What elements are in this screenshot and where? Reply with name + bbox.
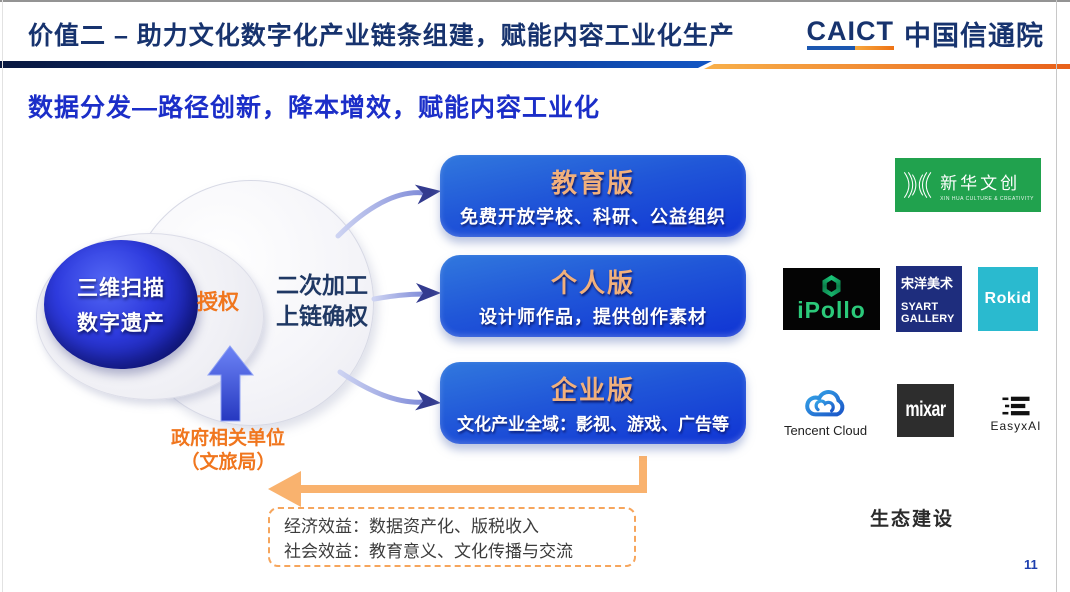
- xinhua-name: 新华文创: [940, 173, 1021, 193]
- caict-logo: CAICT 中国信通院: [806, 14, 1045, 53]
- syart-en-line2: GALLERY: [901, 313, 955, 325]
- flow-arrow-bottom-icon: [337, 369, 441, 411]
- edition-box-personal: 个人版 设计师作品，提供创作素材: [440, 255, 746, 337]
- edition-title: 企业版: [550, 375, 635, 405]
- source-label-line2: 数字遗产: [77, 312, 165, 335]
- source-label-line1: 三维扫描: [77, 277, 165, 300]
- underline-blue-segment: [806, 46, 856, 50]
- easyxai-name: EasyxAI: [990, 419, 1042, 433]
- hexagon-icon: [822, 275, 841, 297]
- partner-easyxai-logo: EasyxAI: [980, 390, 1052, 438]
- source-sphere: 三维扫描 数字遗产: [44, 240, 198, 369]
- window-top-border: [0, 0, 1070, 2]
- syart-en-name: SYART GALLERY: [901, 301, 957, 325]
- caict-acronym: CAICT: [806, 16, 894, 46]
- tencent-cloud-name: Tencent Cloud: [783, 423, 868, 438]
- authorize-label: 授权: [197, 291, 239, 314]
- partner-syart-logo: 宋洋美术 SYART GALLERY: [896, 266, 962, 332]
- government-label: 政府相关单位 （文旅局）: [148, 427, 308, 475]
- flow-arrow-middle-icon: [371, 283, 441, 303]
- partner-mixar-logo: mixar: [897, 384, 954, 437]
- government-label-line2: （文旅局）: [180, 452, 276, 473]
- edition-title: 个人版: [550, 268, 635, 298]
- process-label-line2: 上链确权: [276, 303, 368, 329]
- benefits-line2: 社会效益：教育意义、文化传播与交流: [284, 542, 573, 561]
- partner-tencent-cloud-logo: Tencent Cloud: [777, 379, 874, 447]
- partner-xinhua-logo: 新华文创 XIN HUA CULTURE & CREATIVITY: [895, 158, 1041, 212]
- edition-box-enterprise: 企业版 文化产业全域：影视、游戏、广告等: [440, 362, 746, 444]
- flow-arrow-top-icon: [335, 184, 441, 239]
- xinhua-pattern-icon: [903, 171, 932, 199]
- edition-desc: 设计师作品，提供创作素材: [479, 307, 707, 327]
- xinhua-tagline: XIN HUA CULTURE & CREATIVITY: [940, 195, 1034, 202]
- caict-underline-icon: [806, 46, 894, 50]
- edition-desc: 文化产业全域：影视、游戏、广告等: [457, 415, 729, 434]
- partner-rokid-logo: Rokid: [978, 267, 1038, 331]
- page-title: 价值二 – 助力文化数字化产业链条组建，赋能内容工业化生产: [28, 22, 735, 50]
- edition-desc: 免费开放学校、科研、公益组织: [460, 207, 726, 227]
- syart-en-line1: SYART: [901, 301, 939, 313]
- ecosystem-label: 生态建设: [870, 509, 955, 530]
- underline-orange-segment: [855, 46, 894, 50]
- edition-box-education: 教育版 免费开放学校、科研、公益组织: [440, 155, 746, 237]
- process-label: 二次加工 上链确权: [276, 270, 368, 332]
- window-right-border: [1056, 0, 1057, 592]
- window-left-border: [2, 0, 3, 592]
- process-label-line1: 二次加工: [276, 272, 368, 298]
- divider-orange-bar: [704, 64, 1070, 69]
- government-label-line1: 政府相关单位: [170, 428, 285, 449]
- cloud-icon: [804, 390, 844, 417]
- section-title: 数据分发—路径创新，降本增效，赋能内容工业化: [28, 94, 601, 122]
- benefits-box: 经济效益：数据资产化、版税收入 社会效益：教育意义、文化传播与交流: [268, 507, 636, 567]
- syart-cn-name: 宋洋美术: [901, 276, 954, 291]
- return-arrow-icon: [268, 456, 647, 507]
- partner-ipollo-logo: iPollo: [783, 268, 880, 330]
- mixar-name: mixar: [905, 398, 946, 421]
- benefits-line1: 经济效益：数据资产化、版税收入: [284, 517, 539, 536]
- page-number: 11: [1024, 557, 1038, 572]
- rokid-name: Rokid: [984, 290, 1032, 307]
- caict-name: 中国信通院: [904, 21, 1044, 51]
- divider-blue-bar: [0, 61, 712, 68]
- edition-title: 教育版: [550, 168, 635, 198]
- easyx-e-icon: [1002, 396, 1030, 416]
- caict-acronym-block: CAICT: [806, 16, 894, 50]
- ipollo-name: iPollo: [797, 297, 866, 323]
